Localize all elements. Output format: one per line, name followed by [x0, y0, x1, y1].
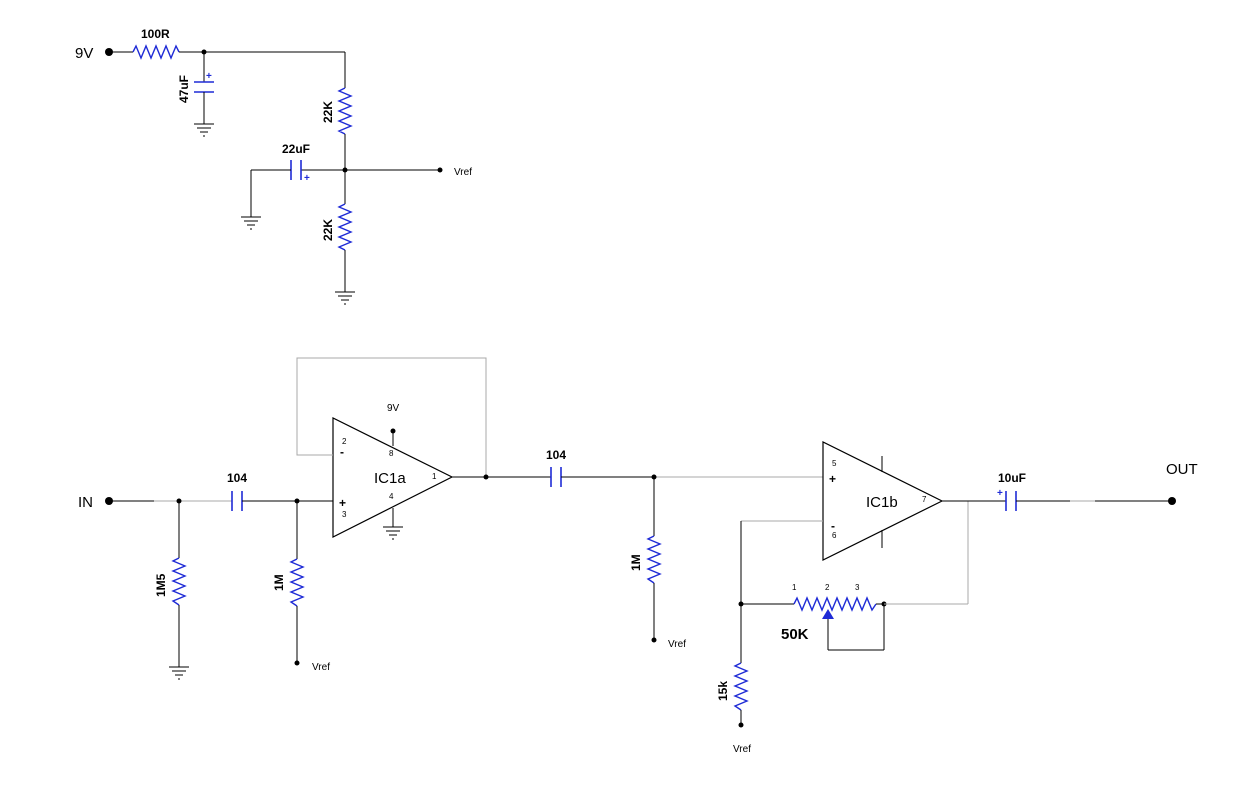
- opamp-supply-label: 9V: [387, 403, 400, 414]
- stage1-buffer-section: IN 1M5 104 1M Vref IC1a - + 2 3 1: [78, 357, 551, 680]
- svg-text:7: 7: [922, 495, 927, 504]
- vref-label: Vref: [668, 639, 686, 650]
- svg-text:6: 6: [832, 531, 837, 540]
- opamp-ic1a-label: IC1a: [374, 470, 406, 487]
- svg-text:3: 3: [342, 510, 347, 519]
- vref-output-label: Vref: [454, 167, 472, 178]
- vref-label: Vref: [733, 744, 751, 755]
- resistor-15k-label: 15k: [716, 681, 730, 701]
- resistor-22k-bottom: [337, 203, 353, 251]
- stage2-gain-section: 104 1M Vref IC1b + - 5 6 7: [546, 441, 1198, 755]
- svg-text:2: 2: [342, 437, 347, 446]
- svg-text:3: 3: [855, 583, 860, 592]
- svg-text:+: +: [829, 472, 836, 486]
- svg-text:5: 5: [832, 459, 837, 468]
- ground-icon: [383, 526, 403, 540]
- resistor-1m-bias: [289, 558, 305, 607]
- svg-text:+: +: [339, 496, 346, 510]
- resistor-15k: [733, 662, 749, 711]
- opamp-ic1b-label: IC1b: [866, 494, 898, 511]
- feedback-wire: [296, 357, 487, 477]
- svg-text:1: 1: [432, 472, 437, 481]
- capacitor-104-input-label: 104: [227, 471, 247, 485]
- supply-9v-label: 9V: [75, 45, 93, 62]
- svg-text:2: 2: [825, 583, 830, 592]
- resistor-1m5-label: 1M5: [154, 573, 168, 597]
- output-label: OUT: [1166, 461, 1198, 478]
- svg-text:8: 8: [389, 449, 394, 458]
- resistor-22k-bottom-label: 22K: [321, 219, 335, 241]
- opamp-ic1a: [332, 417, 454, 538]
- power-supply-section: 9V 100R + 47uF 22K Vref + 22u: [75, 27, 472, 305]
- svg-text:-: -: [831, 519, 835, 533]
- resistor-22k-top: [337, 87, 353, 135]
- svg-text:-: -: [340, 445, 344, 459]
- resistor-100r-label: 100R: [141, 27, 170, 41]
- resistor-1m5: [171, 557, 187, 606]
- svg-text:4: 4: [389, 492, 394, 501]
- capacitor-22uf-label: 22uF: [282, 142, 310, 156]
- svg-text:+: +: [997, 488, 1003, 499]
- svg-text:+: +: [206, 71, 212, 82]
- input-label: IN: [78, 494, 93, 511]
- ground-icon: [169, 666, 189, 680]
- resistor-22k-top-label: 22K: [321, 101, 335, 123]
- svg-text:1: 1: [792, 583, 797, 592]
- potentiometer-50k-label: 50K: [781, 626, 809, 643]
- resistor-1m-stage2: [646, 535, 662, 584]
- potentiometer-50k: [793, 596, 877, 612]
- capacitor-104-coupling-label: 104: [546, 448, 566, 462]
- ground-icon: [335, 291, 355, 305]
- svg-text:+: +: [304, 173, 310, 184]
- resistor-100r: [132, 44, 180, 60]
- vref-label: Vref: [312, 662, 330, 673]
- ground-icon: [194, 123, 214, 137]
- output-terminal: [1168, 497, 1176, 505]
- capacitor-47uf-label: 47uF: [177, 75, 191, 103]
- potentiometer-wiper-icon: [822, 609, 834, 619]
- capacitor-10uf-label: 10uF: [998, 471, 1026, 485]
- resistor-1m-stage2-label: 1M: [629, 554, 643, 571]
- ground-icon: [241, 216, 261, 230]
- resistor-1m-bias-label: 1M: [272, 574, 286, 591]
